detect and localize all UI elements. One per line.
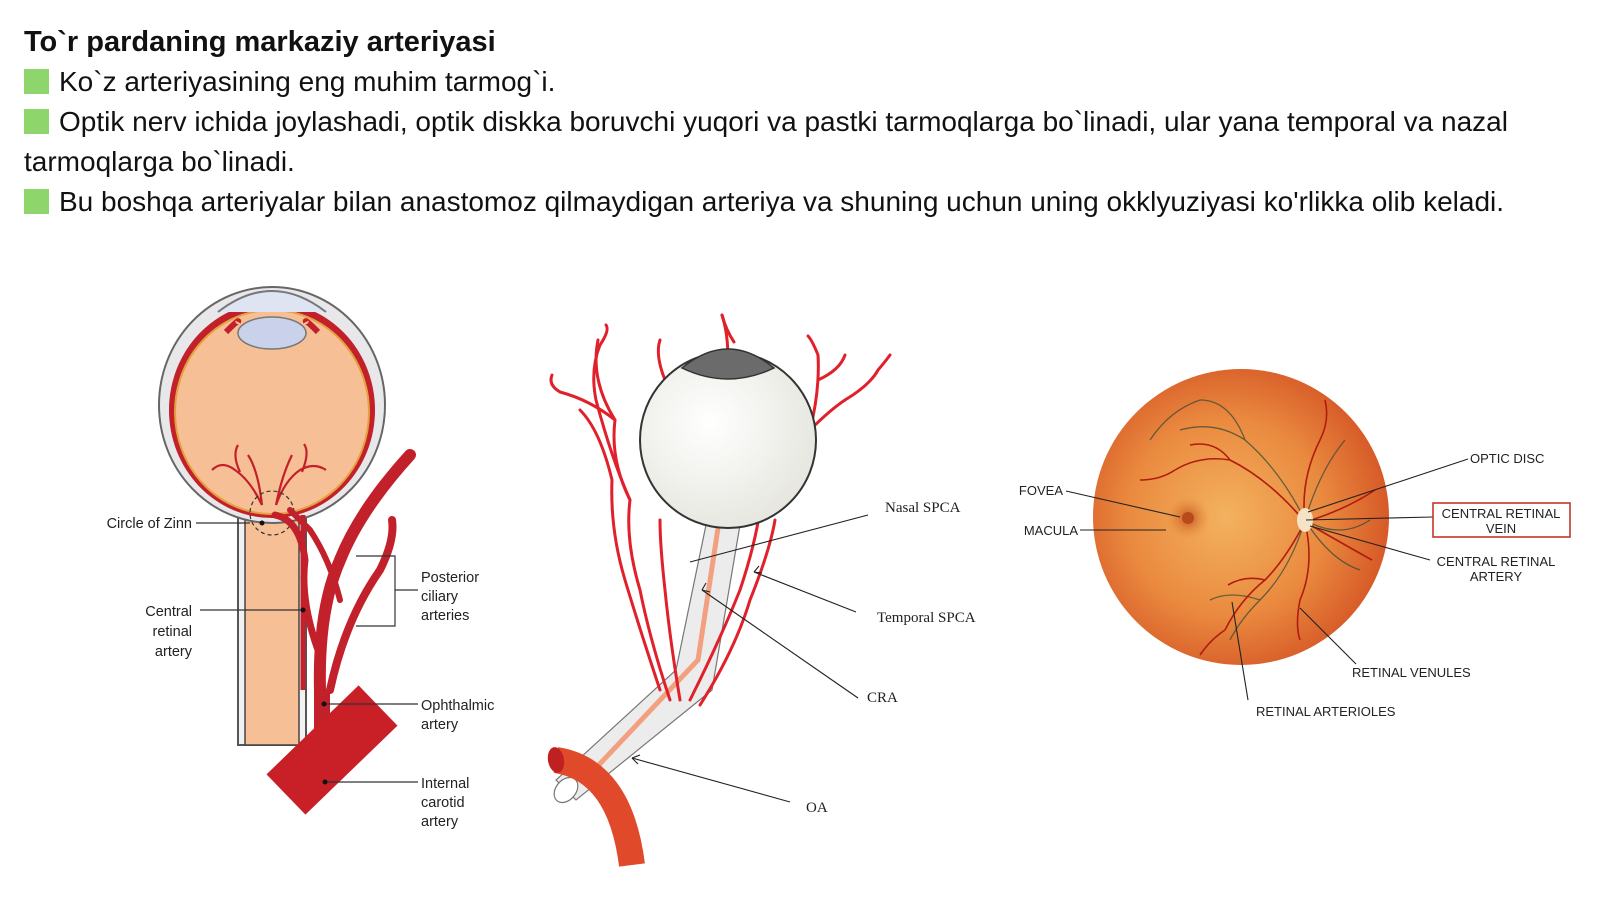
label-cra: CRA — [867, 690, 898, 706]
lens — [238, 317, 306, 349]
label-central-retinal-vein: CENTRAL RETINAL — [1442, 506, 1561, 521]
fovea-spot — [1182, 512, 1194, 524]
fundus-disc — [1093, 369, 1389, 665]
label-central-retinal-artery: CENTRAL RETINAL — [1437, 554, 1556, 569]
label-central-retinal-artery: Central — [145, 604, 192, 620]
label-central-retinal-artery: ARTERY — [1470, 569, 1523, 584]
optic-nerve — [245, 505, 299, 745]
label-retinal-arterioles: RETINAL ARTERIOLES — [1256, 704, 1396, 719]
label-circle-of-zinn: Circle of Zinn — [107, 516, 192, 532]
label-internal-carotid-artery: Internal — [421, 776, 469, 792]
label-nasal-spca: Nasal SPCA — [885, 500, 961, 516]
label-retinal-venules: RETINAL VENULES — [1352, 665, 1471, 680]
label-internal-carotid-artery: artery — [421, 814, 459, 830]
eye-cross-section-diagram: Circle of Zinn Central retinal artery Po… — [107, 287, 495, 830]
label-internal-carotid-artery: carotid — [421, 795, 465, 811]
label-ophthalmic-artery: Ophthalmic — [421, 698, 494, 714]
label-posterior-ciliary-arteries: Posterior — [421, 570, 479, 586]
label-oa: OA — [806, 800, 828, 816]
label-central-retinal-artery: artery — [155, 644, 193, 660]
label-posterior-ciliary-arteries: arteries — [421, 608, 469, 624]
fundus-diagram: OPTIC DISC FOVEA MACULA CENTRAL RETINAL … — [1019, 369, 1570, 719]
label-posterior-ciliary-arteries: ciliary — [421, 589, 459, 605]
label-macula: MACULA — [1024, 523, 1079, 538]
oa-vessel — [556, 760, 632, 865]
label-ophthalmic-artery: artery — [421, 717, 459, 733]
label-fovea: FOVEA — [1019, 483, 1063, 498]
label-central-retinal-artery: retinal — [153, 624, 193, 640]
label-temporal-spca: Temporal SPCA — [877, 610, 976, 626]
eye-vessels-diagram: Nasal SPCA Temporal SPCA CRA OA — [546, 315, 976, 865]
label-central-retinal-vein: VEIN — [1486, 521, 1516, 536]
label-optic-disc: OPTIC DISC — [1470, 451, 1544, 466]
